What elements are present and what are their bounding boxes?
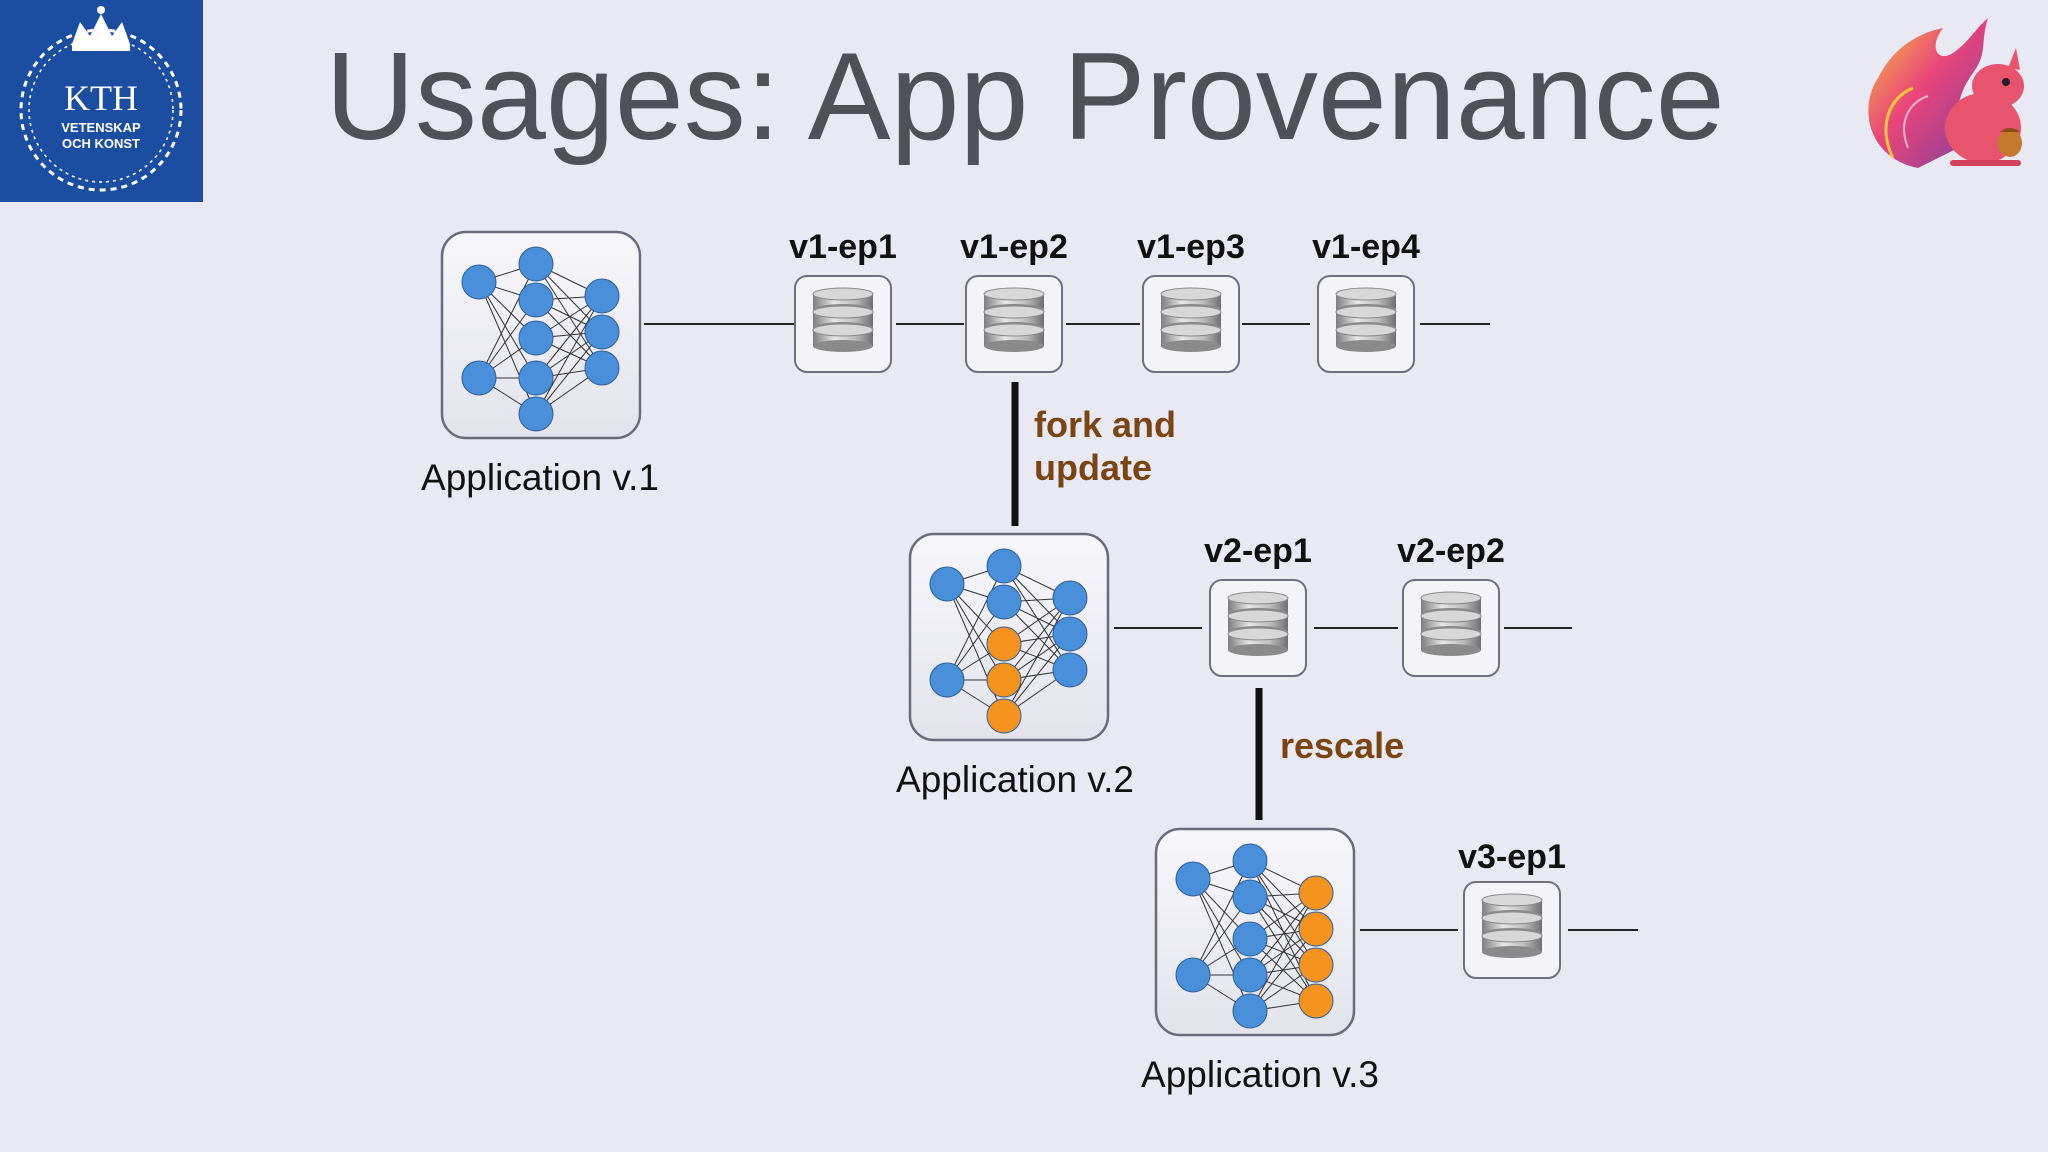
network-node <box>518 282 554 318</box>
network-node <box>986 584 1022 620</box>
network-node <box>1052 652 1088 688</box>
database-icon <box>794 275 892 373</box>
checkpoint-label: v2-ep1 <box>1204 532 1312 570</box>
network-node <box>584 314 620 350</box>
network-node <box>1175 861 1211 897</box>
network-node <box>986 626 1022 662</box>
network-node <box>1232 843 1268 879</box>
neural-net-icon <box>929 548 1088 734</box>
neural-net-icon <box>461 246 620 432</box>
network-node <box>1298 947 1334 983</box>
network-node <box>1232 993 1268 1029</box>
checkpoint-label: v1-ep1 <box>789 228 897 266</box>
neural-net-icon <box>1175 843 1334 1029</box>
network-node <box>1232 921 1268 957</box>
checkpoint-label: v1-ep3 <box>1137 228 1245 266</box>
network-node <box>518 246 554 282</box>
database-icon <box>1402 579 1500 677</box>
application-v2: Application v.2 <box>896 532 1134 800</box>
fork-label-line1: fork and <box>1034 404 1176 445</box>
application-label: Application v.2 <box>896 759 1134 800</box>
rescale-label: rescale <box>1280 725 1404 766</box>
network-node <box>1232 957 1268 993</box>
application-label: Application v.3 <box>1141 1054 1379 1095</box>
network-node <box>929 662 965 698</box>
timeline-lines <box>644 323 1638 931</box>
application-label: Application v.1 <box>421 457 659 498</box>
network-node <box>1298 983 1334 1019</box>
kth-logo-text: KTH <box>64 78 138 118</box>
kth-logo-subtext-2: OCH KONST <box>62 136 140 151</box>
network-node <box>461 360 497 396</box>
network-node <box>986 662 1022 698</box>
slide-title: Usages: App Provenance <box>325 28 1725 166</box>
network-node <box>1232 879 1268 915</box>
checkpoint-label: v1-ep4 <box>1312 228 1420 266</box>
database-icon <box>1463 881 1561 979</box>
flink-logo <box>1858 8 2038 178</box>
network-node <box>1298 911 1334 947</box>
network-node <box>461 264 497 300</box>
network-node <box>518 360 554 396</box>
checkpoint-label: v1-ep2 <box>960 228 1068 266</box>
application-v3: Application v.3 <box>1141 827 1379 1095</box>
checkpoint-icons <box>794 275 1561 979</box>
database-icon <box>965 275 1063 373</box>
database-icon <box>1317 275 1415 373</box>
squirrel-icon <box>1868 18 2024 168</box>
network-node <box>1298 875 1334 911</box>
network-node <box>518 396 554 432</box>
network-node <box>584 278 620 314</box>
network-node <box>986 548 1022 584</box>
network-node <box>986 698 1022 734</box>
network-node <box>1052 616 1088 652</box>
application-v1: Application v.1 <box>421 230 659 498</box>
network-node <box>518 320 554 356</box>
network-node <box>1052 580 1088 616</box>
fork-label-line2: update <box>1034 447 1152 488</box>
kth-crest-icon: KTH VETENSKAP OCH KONST <box>0 0 203 202</box>
checkpoint-label: v2-ep2 <box>1397 532 1505 570</box>
database-icon <box>1209 579 1307 677</box>
database-icon <box>1142 275 1240 373</box>
checkpoint-label: v3-ep1 <box>1458 838 1566 876</box>
kth-logo-subtext-1: VETENSKAP <box>61 120 141 135</box>
network-node <box>929 566 965 602</box>
network-node <box>584 350 620 386</box>
kth-logo: KTH VETENSKAP OCH KONST <box>0 0 203 202</box>
network-node <box>1175 957 1211 993</box>
